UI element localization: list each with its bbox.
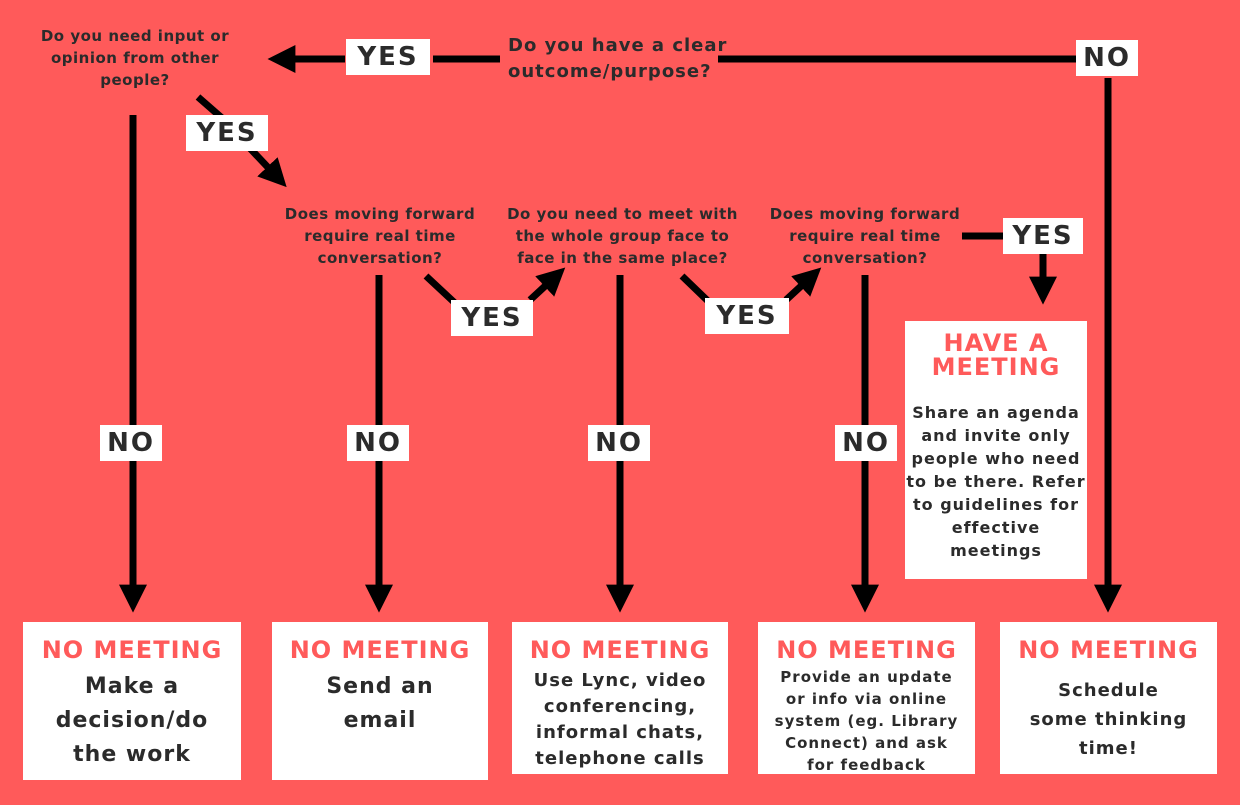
outcome-text: Schedule some thinking time!: [1029, 680, 1188, 759]
no-meeting-heading: NO MEETING: [529, 636, 711, 664]
no-tag-realtime2: NO: [835, 425, 897, 461]
outcome-text: Send an email: [326, 674, 434, 733]
outcome-thinking-time: NO MEETING Schedule some thinking time!: [1000, 622, 1217, 774]
arrow-to-face-question: [527, 267, 566, 303]
outcome-send-email: NO MEETING Send an email: [272, 622, 488, 780]
have-a-meeting-text: Share an agenda and invite only people w…: [906, 403, 1086, 560]
no-tag-realtime1: NO: [347, 425, 409, 461]
no-meeting-heading: NO MEETING: [289, 636, 471, 664]
connector-realtime1-yes: [423, 273, 459, 307]
have-a-meeting-box: HAVE A MEETING Share an agenda and invit…: [905, 321, 1087, 579]
outcome-text: Provide an update or info via online sys…: [774, 668, 959, 774]
outcome-text: Use Lync, video conferencing, informal c…: [533, 670, 707, 769]
outcome-text: Make a decision/do the work: [55, 674, 209, 767]
connector-input-yes-a: [195, 94, 225, 121]
question-clear-outcome: Do you have a clear outcome/purpose?: [508, 35, 728, 82]
outcome-provide-update: NO MEETING Provide an update or info via…: [758, 622, 975, 774]
outcome-make-decision: NO MEETING Make a decision/do the work: [23, 622, 241, 780]
yes-tag-face: YES: [705, 298, 789, 334]
no-tag-input: NO: [100, 425, 162, 461]
yes-tag-realtime2: YES: [1003, 218, 1083, 254]
outcome-use-lync: NO MEETING Use Lync, video conferencing,…: [512, 622, 728, 774]
question-need-input: Do you need input or opinion from other …: [40, 27, 230, 89]
no-meeting-heading: NO MEETING: [776, 636, 957, 664]
yes-tag-outcome: YES: [346, 39, 430, 75]
no-meeting-heading: NO MEETING: [1018, 636, 1199, 664]
question-realtime-conversation-2: Does moving forward require real time co…: [769, 205, 961, 267]
question-face-to-face: Do you need to meet with the whole group…: [507, 205, 738, 267]
yes-tag-input: YES: [186, 115, 268, 151]
no-tag-outcome: NO: [1076, 40, 1138, 76]
yes-tag-realtime1: YES: [451, 300, 533, 336]
no-tag-face: NO: [588, 425, 650, 461]
question-realtime-conversation-1: Does moving forward require real time co…: [284, 205, 476, 267]
no-meeting-heading: NO MEETING: [41, 636, 223, 664]
arrow-to-realtime2: [783, 267, 822, 303]
have-a-meeting-heading: HAVE A MEETING: [931, 329, 1061, 381]
